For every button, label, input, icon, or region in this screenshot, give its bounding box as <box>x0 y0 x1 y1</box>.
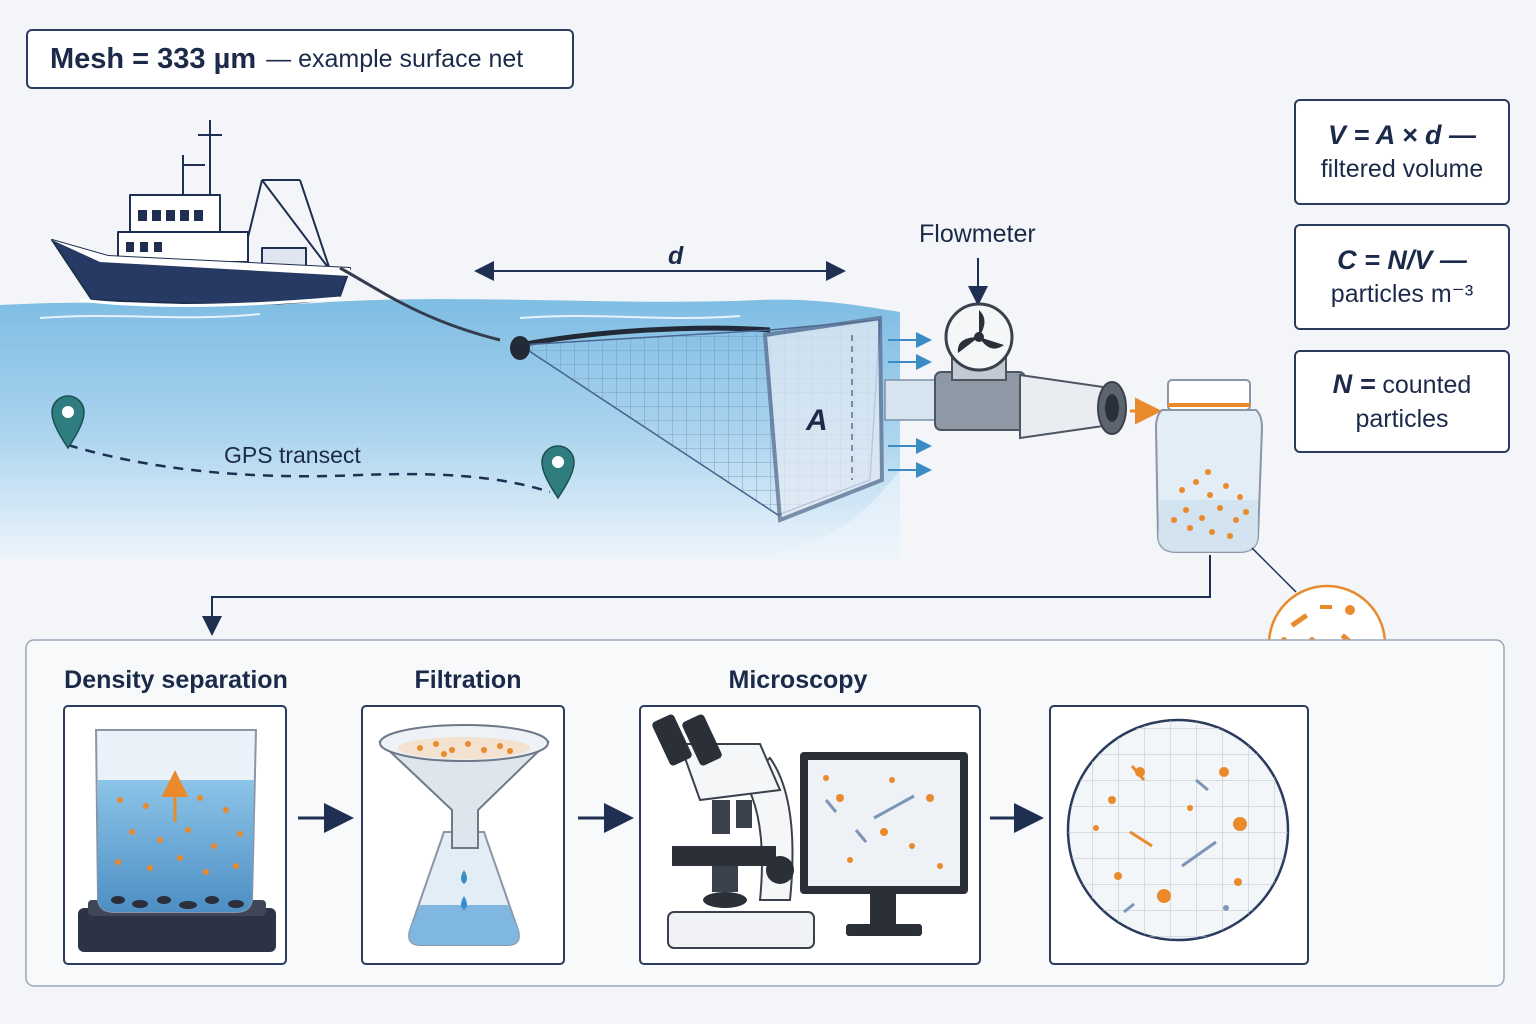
research-vessel <box>51 120 351 306</box>
flow-arrows <box>888 332 932 478</box>
formula-count-desc-inline: counted <box>1382 371 1472 399</box>
flowmeter-label: Flowmeter <box>919 220 1036 248</box>
microscope <box>652 714 815 949</box>
mesh-size-callout: Mesh = 333 µm — example surface net <box>26 29 574 89</box>
formula-count-desc: particles <box>1355 405 1449 433</box>
filter-paper <box>1066 718 1290 942</box>
formula-volume-expr: V = A × d — <box>1327 120 1477 150</box>
step-title-microscopy: Microscopy <box>728 666 868 694</box>
mesh-note: — example surface net <box>266 44 524 73</box>
step-title-filtration: Filtration <box>414 666 522 694</box>
gps-transect <box>51 395 575 500</box>
plankton-net <box>510 315 885 523</box>
microscopy-monitor <box>800 752 968 936</box>
formula-concentration-desc: particles m⁻³ <box>1330 280 1474 308</box>
formula-concentration: C = N/V — particles m⁻³ <box>1294 224 1510 330</box>
gps-transect-label: GPS transect <box>224 442 361 468</box>
formula-count: N = counted particles <box>1294 350 1510 453</box>
filtration-funnel <box>378 724 550 946</box>
gps-pin-start-icon <box>51 395 85 450</box>
jar-to-lab-connector <box>202 555 1211 636</box>
formula-volume: V = A × d — filtered volume <box>1294 99 1510 205</box>
formula-concentration-expr: C = N/V — <box>1337 245 1467 275</box>
gps-pin-end-icon <box>541 445 575 500</box>
tow-line <box>339 266 501 342</box>
sample-jar <box>1154 379 1264 553</box>
distance-label: d <box>668 242 684 270</box>
mesh-label: Mesh = 333 µm <box>50 42 257 75</box>
step-title-density-separation: Density separation <box>64 666 288 694</box>
area-label: A <box>806 404 828 437</box>
formula-volume-desc: filtered volume <box>1320 155 1484 183</box>
flowmeter-device <box>884 258 1162 440</box>
formula-count-expr: N = <box>1332 369 1376 399</box>
density-beaker <box>78 729 276 952</box>
